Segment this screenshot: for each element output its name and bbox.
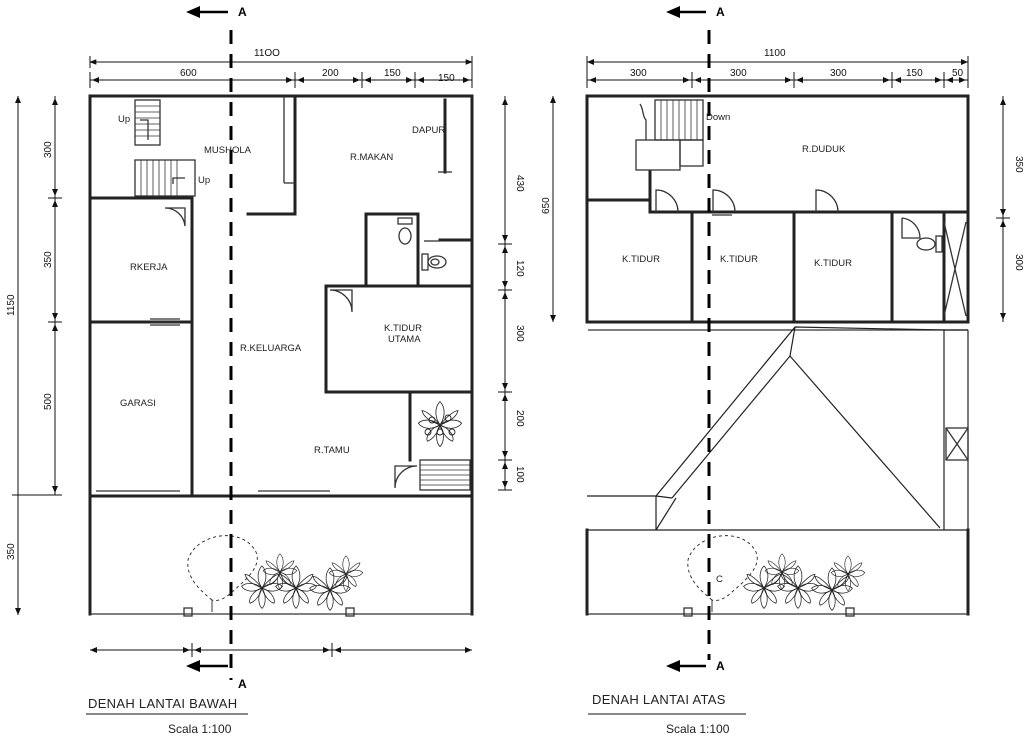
label-down: Down [706,112,730,123]
dim-right-300: 300 [514,325,525,342]
label-k-tidur-3: K.TIDUR [814,258,852,269]
dim-left-600: 600 [180,68,197,79]
label-r-duduk: R.DUDUK [802,144,846,155]
dim-upper-650: 650 [541,197,552,214]
label-k-tidur-2: K.TIDUR [720,254,758,265]
dim-upper-total-width: 1100 [764,48,786,59]
ground-floor-doors [164,207,440,489]
section-line-left [186,6,233,680]
dim-upper-50: 50 [952,68,964,79]
label-mushola: MUSHOLA [204,145,252,156]
ground-floor-plan: 11OO 600 200 150 150 1150 300 350 500 35… [6,5,525,736]
scale-upper-floor: Scala 1:100 [666,722,730,736]
upper-floor-plan: 1100 300 300 300 150 50 650 350 300 [541,5,1024,736]
dim-left-150b: 150 [438,73,455,84]
left-right-dimensions [498,96,512,491]
dim-upper-150: 150 [906,68,923,79]
ground-floor-stairs [134,99,196,197]
upper-floor-doors [655,189,921,239]
dim-upper-300b: 300 [730,68,747,79]
flower-planter [417,401,463,448]
label-dapur: DAPUR [412,125,445,136]
dim-left-300: 300 [43,141,54,158]
dim-left-500: 500 [43,393,54,410]
label-r-tamu: R.TAMU [314,445,350,456]
label-k-tidur-1: K.TIDUR [622,254,660,265]
label-up-2: Up [198,175,210,186]
dim-right-100: 100 [514,466,525,483]
label-k-tidur-utama-1: K.TIDUR [384,323,422,334]
section-line-right [666,6,711,672]
label-c: C [716,574,723,585]
dim-left-total-width: 11OO [254,48,280,59]
label-r-makan: R.MAKAN [350,152,393,163]
section-mark-left-top: A [238,5,247,19]
dim-upper-350: 350 [1013,156,1024,173]
scale-ground-floor: Scala 1:100 [168,722,232,736]
label-k-tidur-utama-2: UTAMA [388,334,421,345]
upper-floor-toilet [916,235,943,253]
title-upper-floor: DENAH LANTAI ATAS [592,692,726,707]
section-mark-left-bottom: A [238,677,247,691]
label-garasi: GARASI [120,398,156,409]
upper-floor-stairs [635,99,704,171]
dim-right-200: 200 [514,410,525,427]
right-top-dimensions [586,56,969,88]
entrance-steps [419,459,471,491]
upper-front-garden [683,535,866,617]
ground-floor-toilets [397,217,447,271]
front-garden [183,535,364,617]
upper-floor-walls [585,94,970,331]
dim-upper-300: 300 [1013,254,1024,271]
dim-left-total-height: 1150 [6,294,17,316]
dim-left-150a: 150 [384,68,401,79]
label-r-keluarga: R.KELUARGA [240,343,302,354]
left-side-dimensions [12,96,62,615]
dim-right-120: 120 [514,260,525,277]
dim-right-430: 430 [514,175,525,192]
dim-upper-300c: 300 [830,68,847,79]
label-up-1: Up [118,114,130,125]
dim-left-350b: 350 [6,543,17,560]
ground-floor-walls [88,94,474,616]
roof-outline [585,326,970,616]
label-rkerja: RKERJA [130,262,168,273]
left-top-dimensions [89,56,473,88]
title-ground-floor: DENAH LANTAI BAWAH [88,696,237,711]
section-mark-right-top: A [716,5,725,19]
section-mark-right-bottom: A [716,659,725,673]
dim-left-350: 350 [43,251,54,268]
dim-upper-300a: 300 [630,68,647,79]
dim-left-200: 200 [322,68,339,79]
left-bottom-dimensions [90,643,472,657]
